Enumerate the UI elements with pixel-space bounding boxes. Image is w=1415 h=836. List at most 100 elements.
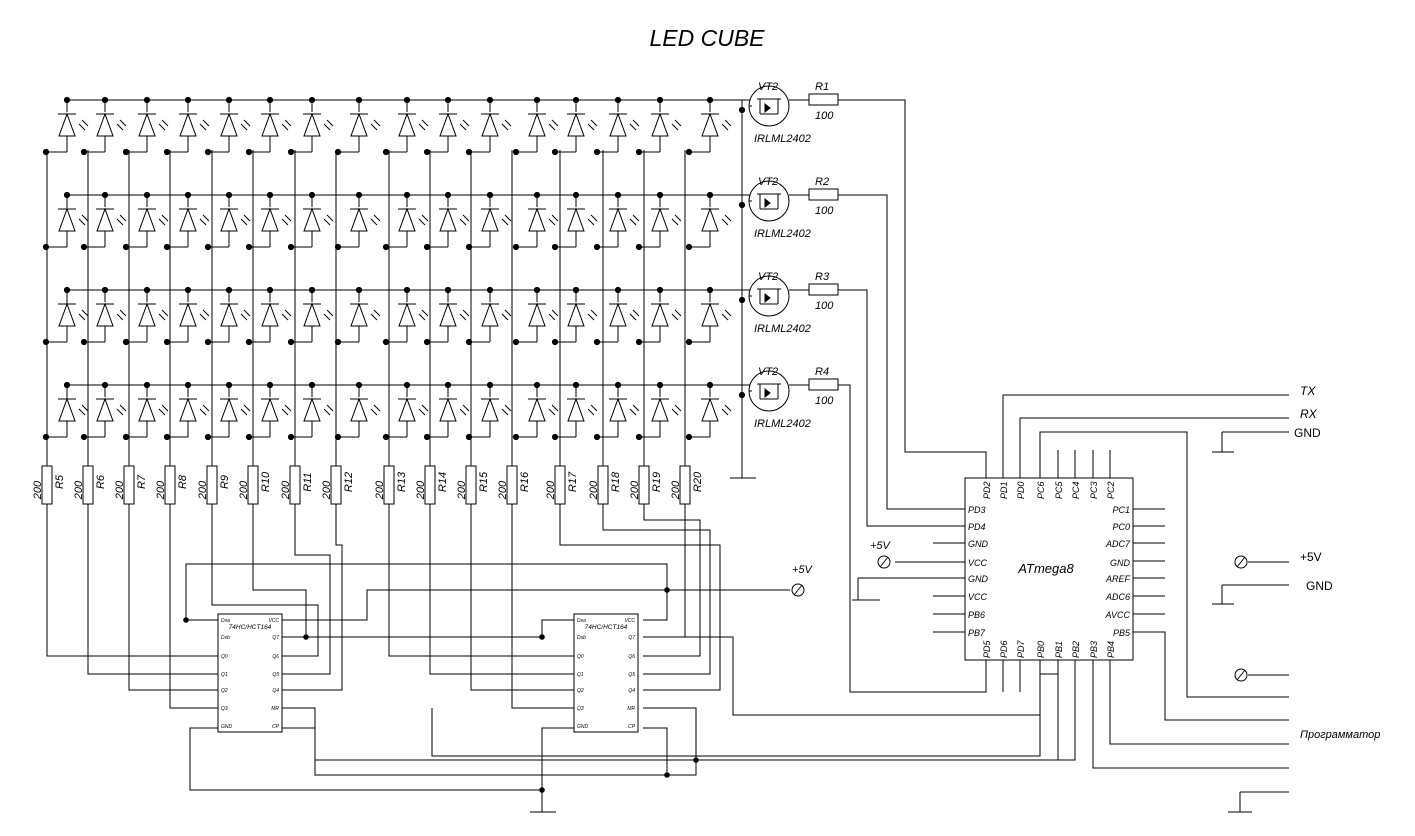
mcu-pin-bottom: PB0 (1036, 641, 1046, 658)
led (287, 96, 334, 156)
led (423, 96, 470, 156)
shift-register-pin-right: CP (272, 724, 280, 730)
led (423, 286, 470, 346)
column-resistor-ref: R14 (437, 472, 449, 492)
mosfet-ref: VT2 (758, 81, 778, 93)
mcu-pin-bottom: PD7 (1016, 639, 1026, 658)
led (593, 381, 640, 441)
column-resistor-value: 200 (456, 480, 468, 500)
tx-label: TX (1300, 384, 1316, 398)
mcu-pin-bottom: PB3 (1089, 641, 1099, 658)
led (551, 96, 598, 156)
mcu-pin-bottom: PB1 (1054, 641, 1064, 658)
led (685, 191, 732, 251)
led (551, 381, 598, 441)
led-matrix (42, 96, 752, 441)
mosfet-switches: VT2IRLML2402R1100VT2IRLML2402R2100VT2IRL… (738, 81, 839, 430)
led (42, 96, 89, 156)
shift-register-pin-left: Q3 (577, 706, 584, 712)
led (245, 286, 292, 346)
column-resistor-ref: R19 (651, 472, 663, 492)
shift-register-name: 74HC/HCT164 (229, 624, 272, 631)
shift-register-pin-left: Q0 (577, 654, 584, 660)
led (635, 191, 682, 251)
led (287, 286, 334, 346)
mosfet-part: IRLML2402 (754, 133, 811, 145)
shift-register-pin-left: Q0 (221, 654, 228, 660)
shift-register-pin-left: Q1 (577, 672, 584, 678)
gate-resistor-value: 100 (815, 110, 834, 122)
mosfet-part: IRLML2402 (754, 323, 811, 335)
mcu-pin-right: PB5 (1113, 628, 1131, 638)
mcu-pin-top: PC4 (1071, 481, 1081, 499)
programmer-label: Программатор (1300, 729, 1380, 741)
led (512, 286, 559, 346)
mcu-pin-left: VCC (968, 558, 988, 568)
led-layer-4 (42, 381, 752, 441)
mcu-pin-left: VCC (968, 592, 988, 602)
led (685, 286, 732, 346)
shift-register-1: 74HC/HCT164DsaDsbQ0Q1Q2Q3GNDVCCQ7Q6Q5Q4M… (217, 613, 283, 733)
shift-register-pin-left: Q3 (221, 706, 228, 712)
led (163, 286, 210, 346)
led (685, 381, 732, 441)
led (122, 286, 169, 346)
led-layer-2 (42, 191, 752, 251)
mosfet-ref: VT2 (758, 271, 778, 283)
diagram-title: LED CUBE (649, 25, 765, 51)
column-routing (46, 504, 721, 793)
led (334, 286, 381, 346)
led (635, 381, 682, 441)
shift-register-pin-right: MR (627, 706, 635, 712)
column-resistor-ref: R15 (478, 471, 490, 492)
shift-register-pin-right: Q6 (272, 654, 279, 660)
led (593, 191, 640, 251)
led (512, 381, 559, 441)
column-resistor: 200 R14 (415, 150, 449, 505)
shift-register-name: 74HC/HCT164 (585, 624, 628, 631)
led (122, 381, 169, 441)
mcu-pin-right: ADC6 (1105, 592, 1130, 602)
led (465, 381, 512, 441)
shift-register-pin-left: Q1 (221, 672, 228, 678)
led (465, 96, 512, 156)
led (204, 286, 251, 346)
mcu-pin-top: PD1 (999, 481, 1009, 499)
shift-register-pin-right: Q5 (272, 672, 279, 678)
led (163, 191, 210, 251)
shift-register-pin-right: Q7 (272, 635, 279, 641)
column-resistor-ref: R7 (136, 474, 148, 489)
shift-register-pin-left: Dsb (577, 635, 586, 641)
led (551, 286, 598, 346)
led (593, 286, 640, 346)
mcu-pin-top: PC3 (1089, 481, 1099, 499)
mcu-pin-left: GND (968, 574, 989, 584)
connector-labels: TX RX GND +5V GND Программатор (1294, 384, 1380, 741)
rx-label: RX (1300, 407, 1318, 421)
shift-register-pin-right: VCC (268, 618, 279, 624)
column-resistor-value: 200 (670, 480, 682, 500)
column-resistor-value: 200 (415, 480, 427, 500)
mosfet-ref: VT2 (758, 366, 778, 378)
gate-resistor-ref: R3 (815, 271, 830, 283)
column-resistor-ref: R12 (343, 472, 355, 492)
led (685, 96, 732, 156)
column-resistor: 200 R15 (456, 150, 490, 505)
column-resistor-value: 200 (497, 480, 509, 500)
mcu-pin-bottom: PB2 (1071, 641, 1081, 658)
mosfet-ref: VT2 (758, 176, 778, 188)
mcu-pin-right: PC1 (1112, 505, 1130, 515)
shift-register-pin-left: Dsa (221, 618, 230, 624)
led (80, 286, 127, 346)
shift-register-pin-left: Q2 (577, 688, 584, 694)
led (382, 191, 429, 251)
led (287, 381, 334, 441)
